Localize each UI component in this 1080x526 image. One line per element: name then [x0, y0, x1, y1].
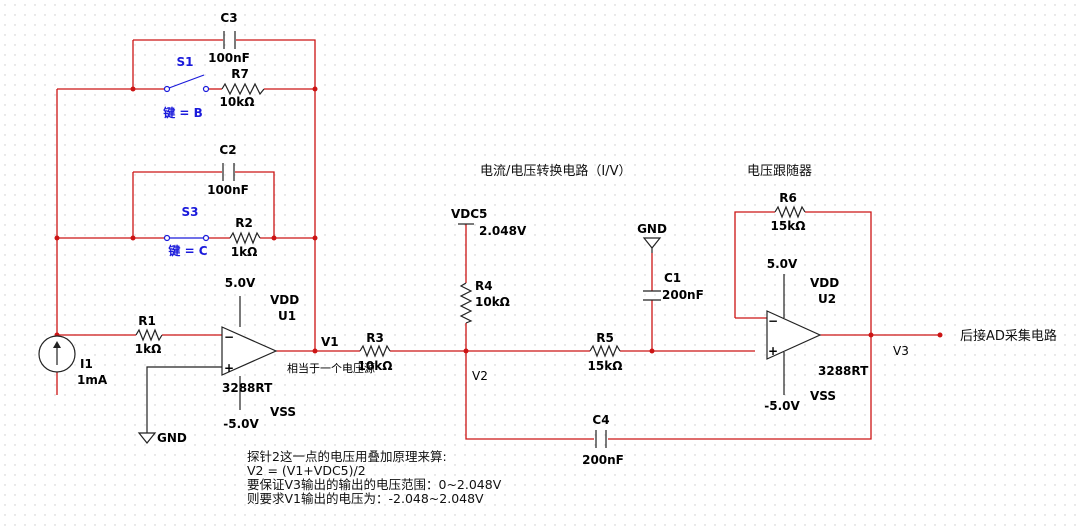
net-v2-label: V2: [472, 369, 488, 383]
r2-name: R2: [235, 216, 253, 230]
note-line-2: V2 = (V1+VDC5)/2: [247, 463, 366, 478]
u1-vneg: -5.0V: [223, 417, 259, 431]
u1-inv-sign: −: [224, 330, 234, 344]
r7-name: R7: [231, 67, 249, 81]
u2-inv-sign: −: [768, 314, 778, 328]
resistor-r5: R5 15kΩ: [588, 331, 623, 373]
u1-vdd: VDD: [270, 293, 299, 307]
r4-name: R4: [475, 279, 493, 293]
resistor-r1: R1 1kΩ: [135, 314, 163, 356]
u2-noninv-sign: +: [768, 344, 778, 358]
r2-value: 1kΩ: [231, 245, 258, 259]
s1-name: S1: [177, 55, 194, 69]
r1-value: 1kΩ: [135, 342, 162, 356]
c3-value: 100nF: [208, 51, 250, 65]
s1-key: 键 = B: [162, 105, 203, 120]
r6-value: 15kΩ: [771, 219, 806, 233]
current-source-i1: I1 1mA: [38, 335, 108, 387]
u1-vss: VSS: [270, 405, 296, 419]
opamp-u2: − + 5.0V VDD U2 3288RT VSS -5.0V: [764, 257, 869, 413]
capacitor-c2: C2 100nF: [207, 143, 249, 197]
c4-value: 200nF: [582, 453, 624, 467]
r3-name: R3: [366, 331, 384, 345]
i1-name: I1: [80, 357, 93, 371]
ground-symbol-left: GND: [137, 431, 187, 445]
note-line-3: 要保证V3输出的输出的电压范围：0~2.048V: [247, 477, 502, 492]
r4-value: 10kΩ: [475, 295, 510, 309]
resistor-r7: R7 10kΩ: [220, 67, 265, 109]
c3-name: C3: [220, 11, 237, 25]
vdc5-name: VDC5: [451, 207, 487, 221]
u1-noninv-sign: +: [224, 361, 234, 375]
u2-vneg: -5.0V: [764, 399, 800, 413]
gnd-left-label: GND: [157, 431, 187, 445]
resistor-r2: R2 1kΩ: [229, 216, 261, 259]
wires: [56, 39, 940, 440]
u2-vdd: VDD: [810, 276, 839, 290]
u1-vpos: 5.0V: [225, 276, 256, 290]
note-line-1: 探针2这一点的电压用叠加原理来算:: [247, 449, 447, 464]
u2-vpos: 5.0V: [767, 257, 798, 271]
r5-name: R5: [596, 331, 614, 345]
calculation-notes: 探针2这一点的电压用叠加原理来算: V2 = (V1+VDC5)/2 要保证V3…: [247, 449, 502, 506]
r7-value: 10kΩ: [220, 95, 255, 109]
resistor-r3: R3 10kΩ: [358, 331, 393, 373]
resistor-r4: R4 10kΩ: [459, 279, 510, 324]
junction-dots: [54, 86, 943, 354]
r6-name: R6: [779, 191, 797, 205]
voltage-source-vdc5: VDC5 2.048V: [451, 207, 527, 238]
switch-s1[interactable]: S1 键 = B: [162, 55, 210, 120]
capacitor-c4: C4 200nF: [582, 413, 624, 467]
u2-model: 3288RT: [818, 364, 869, 378]
supply-wires: [146, 274, 785, 433]
ground-symbol-c1: GND: [637, 222, 667, 253]
c1-name: C1: [664, 271, 681, 285]
capacitor-c3: C3 100nF: [208, 11, 250, 65]
s3-name: S3: [182, 205, 199, 219]
capacitor-c1: C1 200nF: [643, 271, 704, 302]
note-line-4: 则要求V1输出的电压为：-2.048~2.048V: [247, 491, 484, 506]
c2-value: 100nF: [207, 183, 249, 197]
vdc5-value: 2.048V: [479, 224, 527, 238]
v1-note: 相当于一个电压源: [287, 361, 375, 375]
r5-value: 15kΩ: [588, 359, 623, 373]
net-v1-label: V1: [321, 335, 339, 349]
opamp-u1: − + 5.0V VDD U1 3288RT VSS -5.0V: [221, 276, 299, 431]
i1-value: 1mA: [77, 373, 108, 387]
u2-vss: VSS: [810, 389, 836, 403]
u2-name: U2: [818, 292, 836, 306]
heading-follower: 电压跟随器: [747, 164, 812, 179]
u1-model: 3288RT: [222, 381, 273, 395]
r3-value: 10kΩ: [358, 359, 393, 373]
gnd-c1-label: GND: [637, 222, 667, 236]
resistor-r6: R6 15kΩ: [771, 191, 806, 233]
switch-s3[interactable]: S3 键 = C: [163, 205, 210, 258]
heading-iv-converter: 电流/电压转换电路（I/V）: [480, 163, 632, 179]
r1-name: R1: [138, 314, 156, 328]
c2-name: C2: [219, 143, 236, 157]
net-v3-label: V3: [893, 344, 909, 358]
u1-name: U1: [278, 309, 296, 323]
c1-value: 200nF: [662, 288, 704, 302]
output-label: 后接AD采集电路: [960, 328, 1057, 344]
s3-key: 键 = C: [167, 243, 207, 258]
c4-name: C4: [592, 413, 609, 427]
